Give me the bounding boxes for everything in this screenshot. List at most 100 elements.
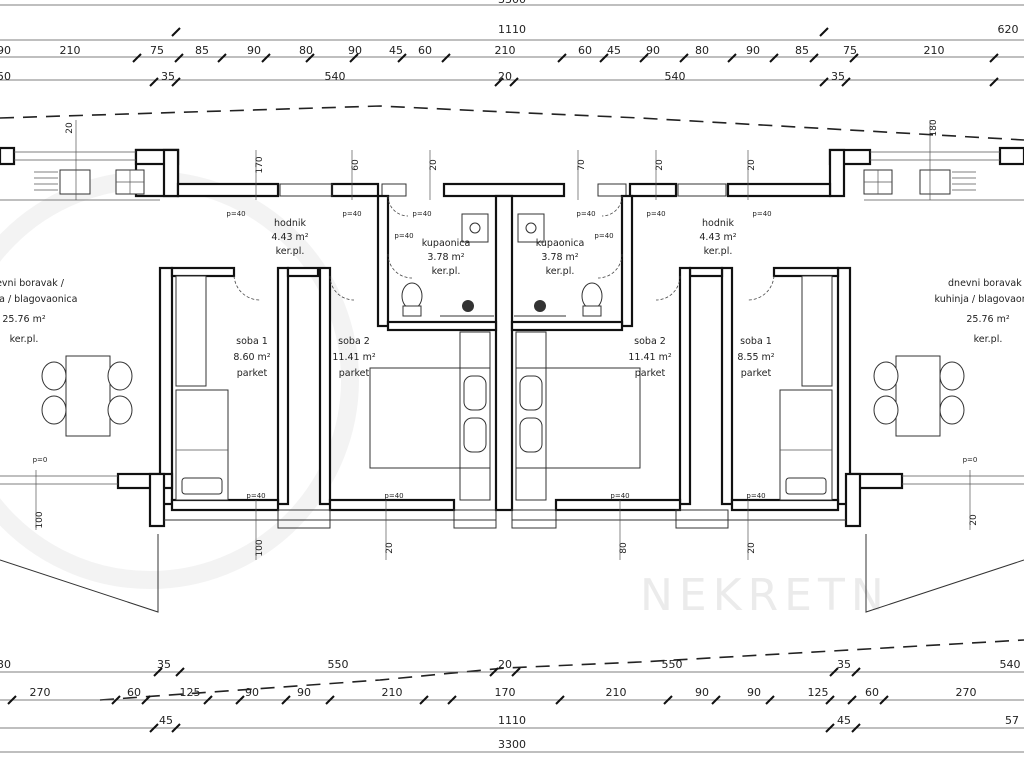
svg-text:125: 125: [808, 686, 829, 699]
dim-top-3-3: 20: [498, 70, 512, 83]
roof-outline-top: [0, 105, 1024, 141]
svg-text:35: 35: [837, 658, 851, 671]
tag: p=40: [384, 492, 403, 500]
svg-text:hodnik: hodnik: [702, 218, 735, 229]
svg-text:60: 60: [865, 686, 879, 699]
top-dimension-lines: [0, 4, 1024, 87]
tag: p=0: [963, 456, 978, 464]
svg-text:90: 90: [297, 686, 311, 699]
tag: p=40: [646, 210, 665, 218]
tag: p=40: [394, 232, 413, 240]
svg-text:kuhinja / blagovaonica: kuhinja / blagovaonica: [935, 294, 1024, 305]
dim-top-2-15: 85: [795, 44, 809, 57]
dim-top-3-5: 35: [831, 70, 845, 83]
dim-top-2-2: 75: [150, 44, 164, 57]
terrace-outlines: [0, 199, 1024, 613]
svg-text:57: 57: [1005, 714, 1019, 727]
svg-text:3.78 m²: 3.78 m²: [541, 252, 578, 263]
svg-text:dnevni boravak /: dnevni boravak /: [948, 278, 1024, 289]
svg-text:20: 20: [747, 542, 757, 554]
dim-top-2-14: 90: [746, 44, 760, 57]
dim-top-2-10: 60: [578, 44, 592, 57]
room-kupaonica-right: kupaonica 3.78 m² ker.pl.: [536, 238, 585, 277]
dim-top-row3: 50 35 540 20 540 35: [0, 70, 845, 83]
dim-top-3-4: 540: [665, 70, 686, 83]
svg-text:4.43 m²: 4.43 m²: [271, 232, 308, 243]
svg-text:soba 1: soba 1: [236, 336, 268, 347]
dim-top-2-3: 85: [195, 44, 209, 57]
svg-text:20: 20: [655, 159, 665, 171]
svg-text:180: 180: [929, 119, 939, 136]
svg-text:hodnik: hodnik: [274, 218, 307, 229]
dim-top-2-1: 210: [60, 44, 81, 57]
roof-outline-bottom: [99, 639, 1024, 701]
tag: p=40: [610, 492, 629, 500]
svg-text:8.60 m²: 8.60 m²: [233, 352, 270, 363]
room-hodnik-right: hodnik 4.43 m² ker.pl.: [699, 218, 736, 257]
dim-top-3-2: 540: [325, 70, 346, 83]
dim-top-2-17: 210: [924, 44, 945, 57]
dim-top-2-4: 90: [247, 44, 261, 57]
door-swings: [233, 195, 775, 301]
svg-text:20: 20: [385, 542, 395, 554]
svg-text:210: 210: [606, 686, 627, 699]
svg-text:4.43 m²: 4.43 m²: [699, 232, 736, 243]
svg-text:25.76 m²: 25.76 m²: [966, 314, 1009, 325]
svg-text:125: 125: [180, 686, 201, 699]
svg-text:parket: parket: [741, 368, 772, 379]
svg-text:30: 30: [0, 658, 11, 671]
dim-top-1-2: 620: [998, 23, 1019, 36]
svg-text:1110: 1110: [498, 714, 526, 727]
svg-text:90: 90: [747, 686, 761, 699]
svg-text:20: 20: [747, 159, 757, 171]
svg-text:kupaonica: kupaonica: [536, 238, 585, 249]
svg-text:kupaonica: kupaonica: [422, 238, 471, 249]
dim-top-2-11: 45: [607, 44, 621, 57]
tag: p=40: [576, 210, 595, 218]
svg-text:ker.pl.: ker.pl.: [432, 266, 461, 277]
vertical-dim-labels: 20 170 60 20 70 20 20 180 100 20 80 20 1…: [35, 119, 979, 556]
dim-top-3-0: 50: [0, 70, 11, 83]
svg-text:540: 540: [1000, 658, 1021, 671]
svg-text:100: 100: [35, 511, 45, 528]
svg-text:3.78 m²: 3.78 m²: [427, 252, 464, 263]
svg-text:20: 20: [429, 159, 439, 171]
tag: p=40: [412, 210, 431, 218]
room-soba1-right: soba 1 8.55 m² parket: [737, 336, 774, 379]
svg-text:ker.pl.: ker.pl.: [10, 334, 39, 345]
svg-text:35: 35: [157, 658, 171, 671]
svg-text:soba 2: soba 2: [338, 336, 370, 347]
tag: p=0: [33, 456, 48, 464]
dim-top-3-1: 35: [161, 70, 175, 83]
tag: p=40: [594, 232, 613, 240]
room-living-left: dnevni boravak / kuhinja / blagovaonica …: [0, 278, 77, 345]
dim-top-2-5: 80: [299, 44, 313, 57]
room-living-right: dnevni boravak / kuhinja / blagovaonica …: [935, 278, 1024, 345]
dim-top-1-1: 1110: [498, 23, 526, 36]
room-soba2-left: soba 2 11.41 m² parket: [332, 336, 375, 379]
dim-top-2-16: 75: [843, 44, 857, 57]
room-soba1-left: soba 1 8.60 m² parket: [233, 336, 270, 379]
tag: p=40: [342, 210, 361, 218]
dim-bottom-row1: 30 35 550 20 550 35 540: [0, 658, 1021, 671]
svg-text:60: 60: [127, 686, 141, 699]
dim-top-row2: 90 210 75 85 90 80 90 45 60 210 60 45 90…: [0, 44, 945, 57]
floor-level-tags: p=40 p=40 p=40 p=40 p=40 p=40 p=40 p=40 …: [33, 210, 978, 500]
svg-text:20: 20: [65, 122, 75, 134]
svg-text:100: 100: [255, 539, 265, 556]
tag: p=40: [746, 492, 765, 500]
room-soba2-right: soba 2 11.41 m² parket: [628, 336, 671, 379]
room-kupaonica-left: kupaonica 3.78 m² ker.pl.: [422, 238, 471, 277]
svg-text:70: 70: [577, 159, 587, 171]
svg-text:20: 20: [498, 658, 512, 671]
svg-text:ker.pl.: ker.pl.: [974, 334, 1003, 345]
svg-text:ker.pl.: ker.pl.: [276, 246, 305, 257]
svg-text:80: 80: [619, 542, 629, 554]
furniture: [34, 169, 976, 501]
svg-text:parket: parket: [339, 368, 370, 379]
svg-text:soba 2: soba 2: [634, 336, 666, 347]
bottom-dimension-lines: [0, 667, 1024, 753]
svg-text:parket: parket: [237, 368, 268, 379]
tag: p=40: [752, 210, 771, 218]
